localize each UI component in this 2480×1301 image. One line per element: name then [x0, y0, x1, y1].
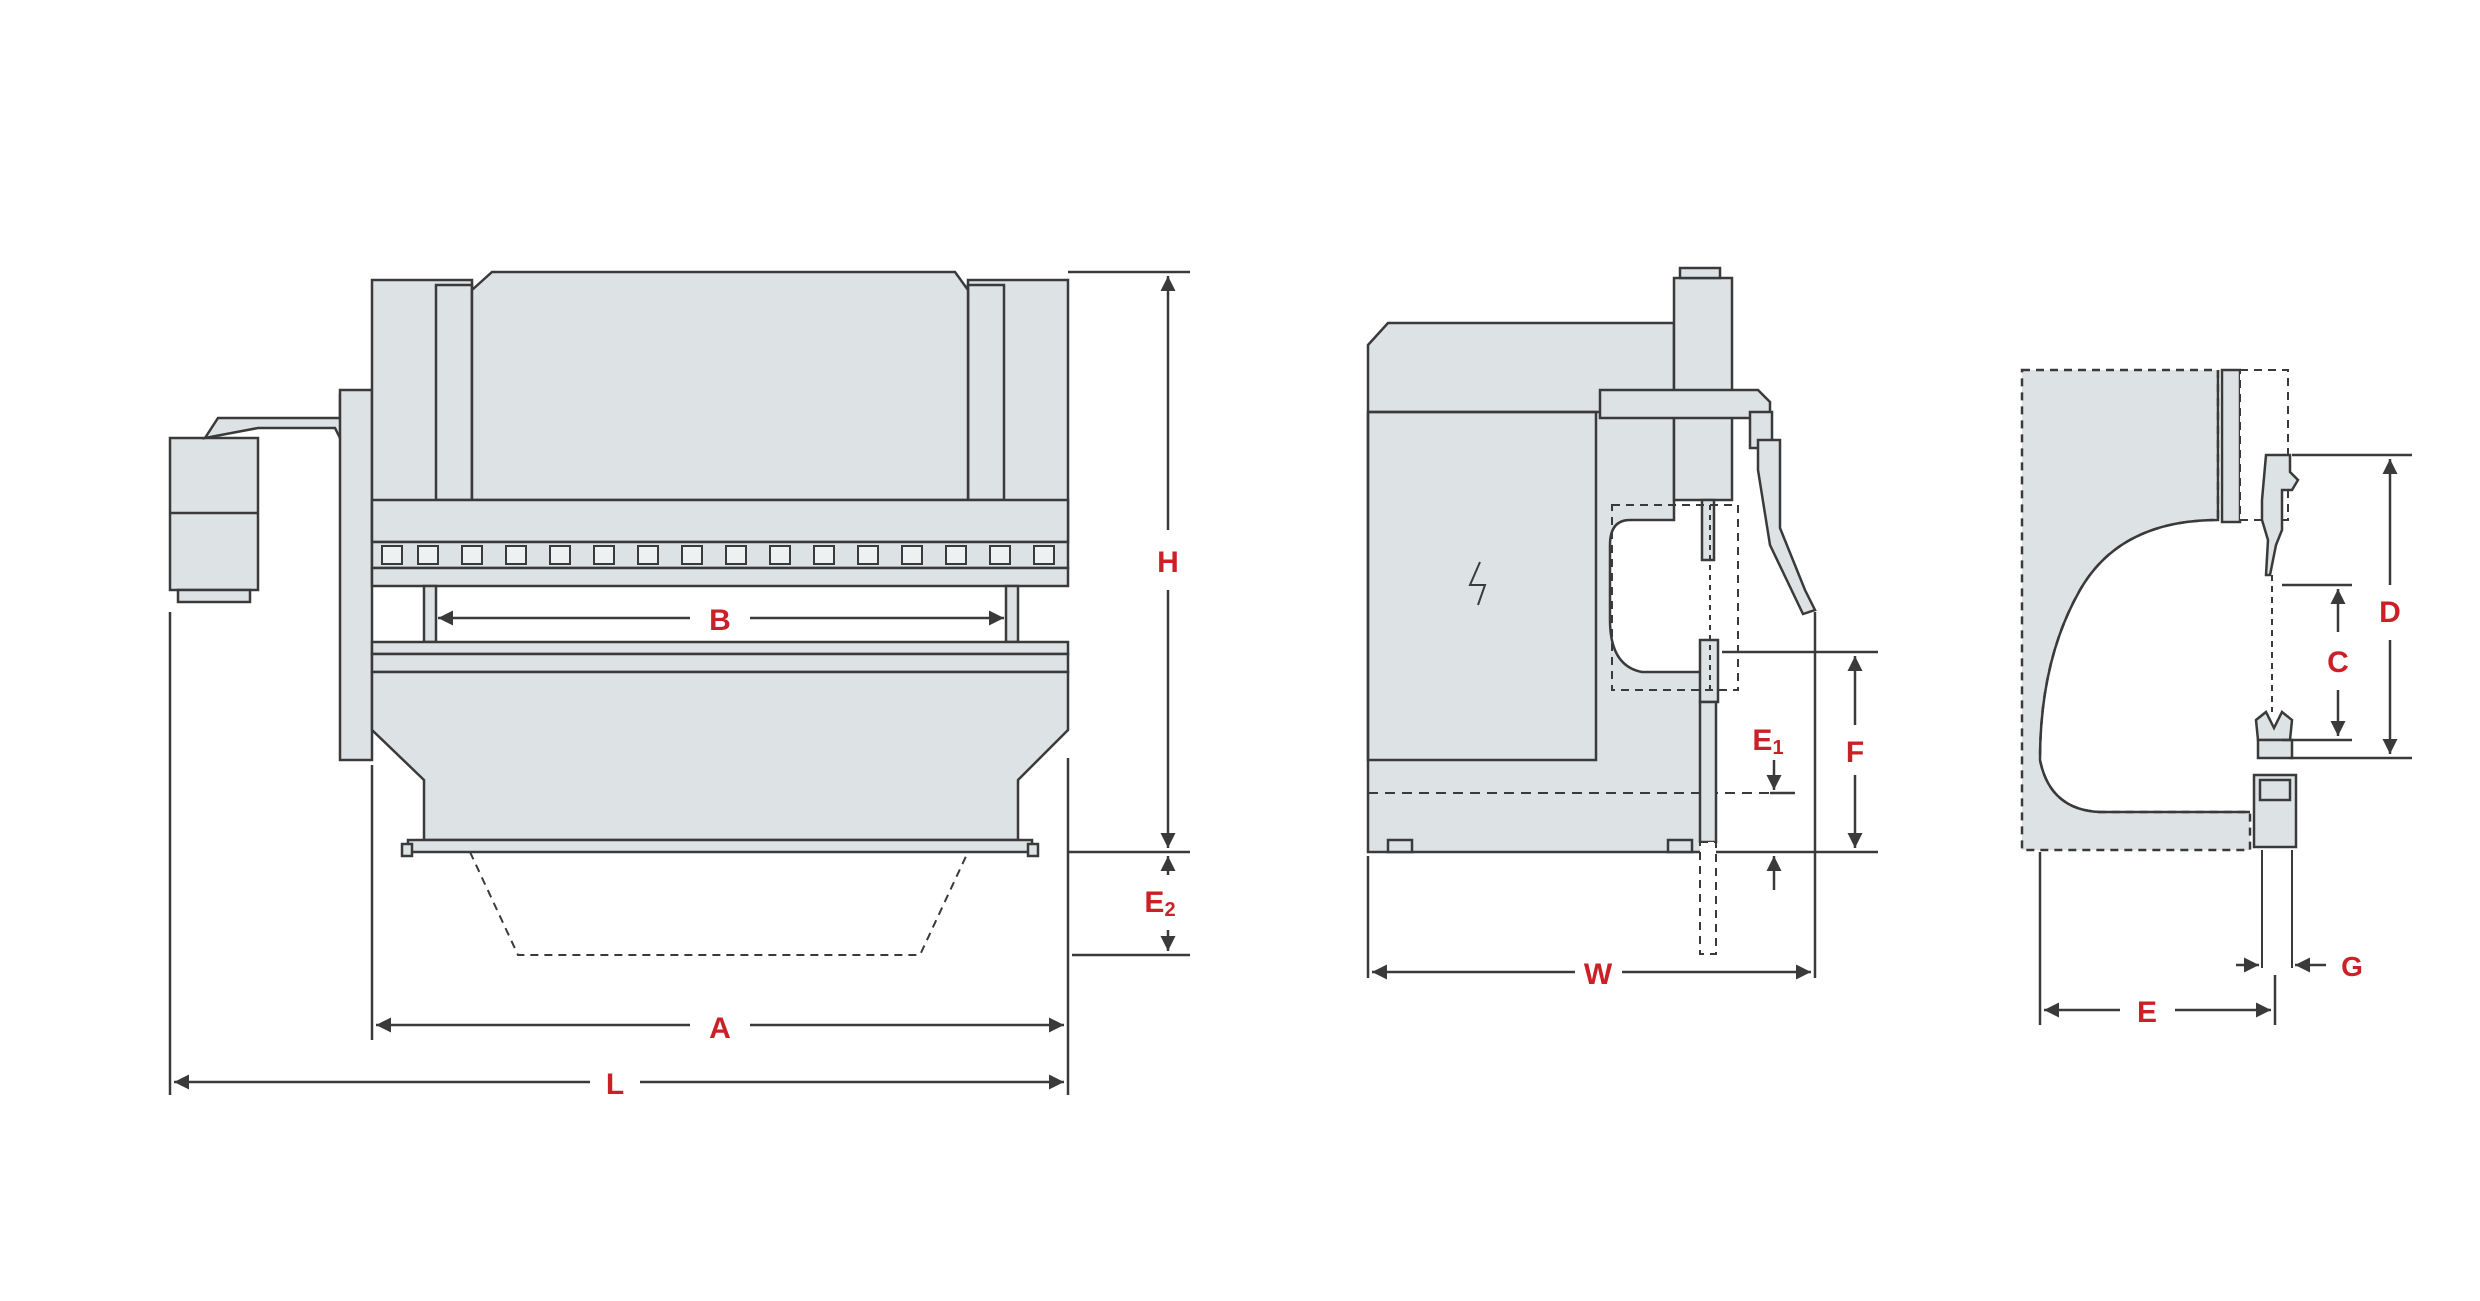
front-view	[168, 270, 1070, 956]
dimension-labels: H B A L W F D C G E E2 E1	[606, 546, 2401, 1101]
side-view	[1366, 266, 1817, 955]
dimension-lines	[168, 270, 2412, 1095]
lower-beam	[370, 670, 1070, 842]
label-g: G	[2341, 951, 2363, 982]
electric-warning-icon	[1468, 561, 1487, 606]
upper-ram	[370, 498, 1070, 544]
back-gauge-finger	[1756, 438, 1817, 616]
label-d: D	[2379, 596, 2401, 629]
label-e1: E1	[1752, 724, 1783, 759]
label-w: W	[1584, 958, 1613, 991]
c-frame-section	[2020, 368, 2252, 852]
label-a: A	[709, 1012, 731, 1045]
upper-tool-bar	[370, 566, 1070, 588]
side-frame	[1366, 321, 1706, 854]
label-e2: E2	[1144, 886, 1175, 921]
label-c: C	[2327, 646, 2349, 679]
label-b: B	[709, 604, 731, 637]
frame-plate	[338, 388, 374, 762]
label-f: F	[1846, 736, 1864, 769]
section-view	[2020, 368, 2300, 968]
right-column	[966, 278, 1070, 542]
lower-die	[2254, 710, 2294, 742]
label-h: H	[1157, 546, 1179, 579]
pit-outline	[469, 851, 969, 956]
lower-beam-top	[370, 640, 1070, 656]
upper-beam-plate	[470, 270, 970, 502]
label-e: E	[2137, 996, 2157, 1029]
label-l: L	[606, 1068, 624, 1101]
upper-tool	[2260, 453, 2300, 577]
